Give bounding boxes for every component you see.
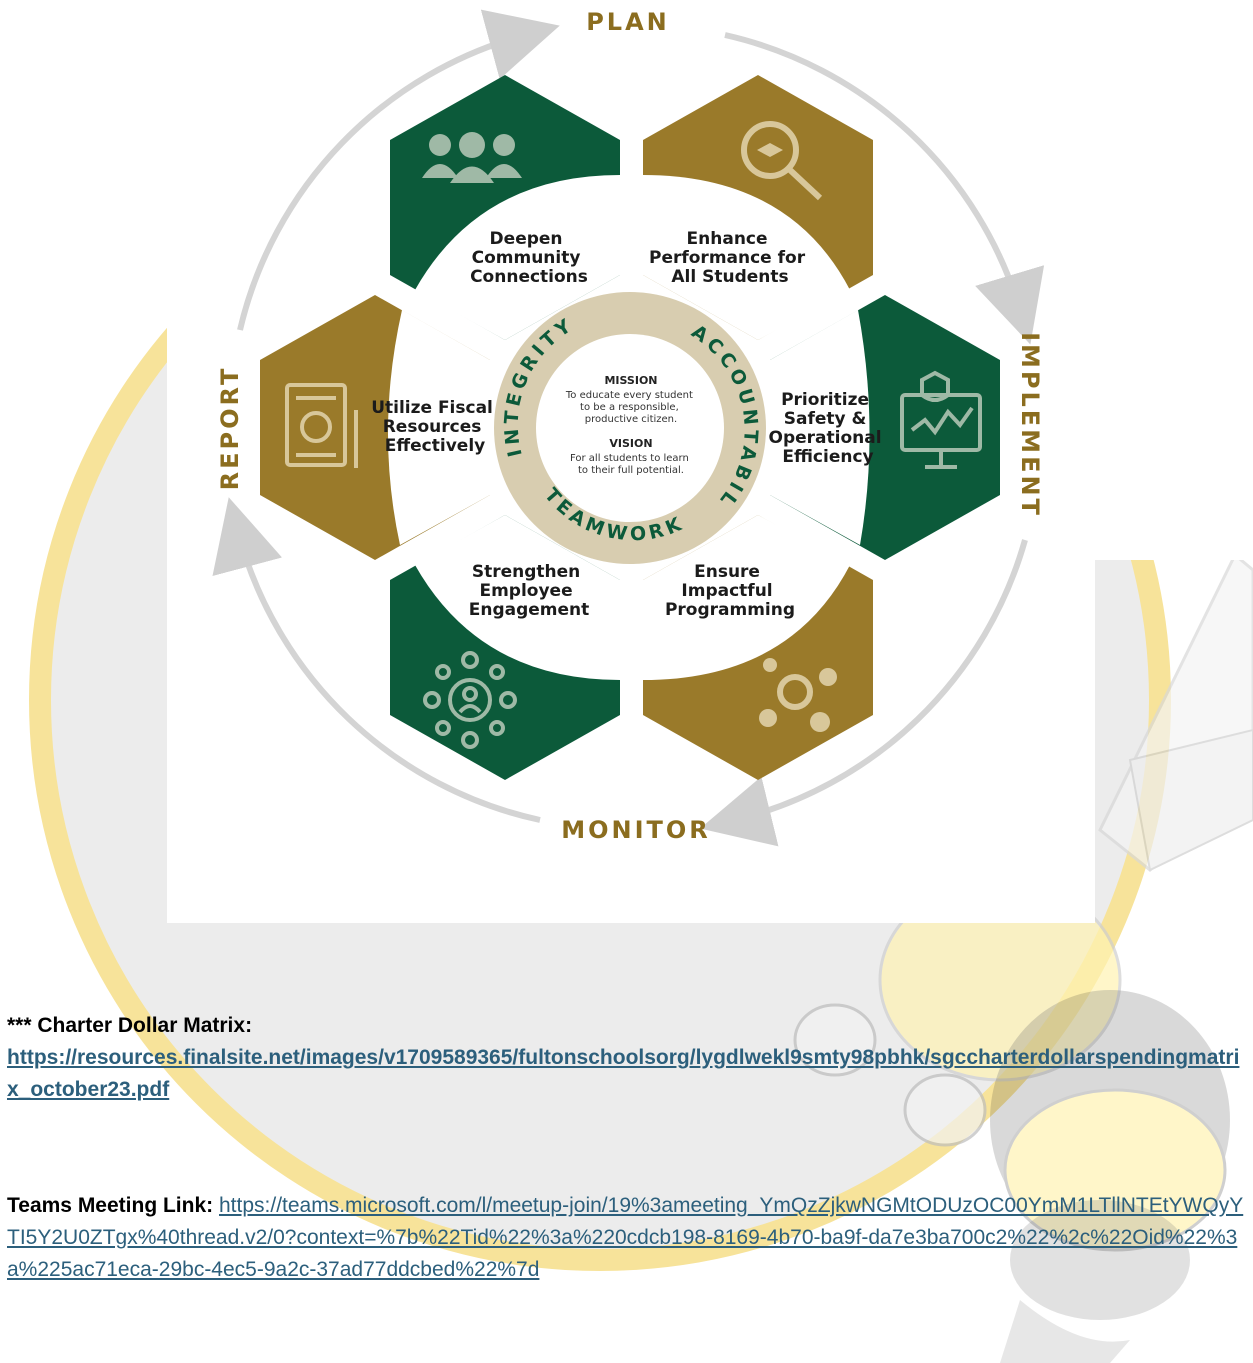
mission-text: To educate every student to be a respons… [565, 390, 696, 425]
hex-label-employee: Strengthen Employee Engagement [469, 562, 590, 620]
hex-impactful-programming: Ensure Impactful Programming [643, 515, 873, 780]
cycle-label-plan: PLAN [586, 8, 670, 36]
hex-enhance-performance: Enhance Performance for All Students [643, 75, 873, 340]
teams-meeting-section: Teams Meeting Link: https://teams.micros… [7, 1190, 1247, 1286]
gears-analytics-icon [759, 658, 837, 732]
charter-matrix-label: *** Charter Dollar Matrix: [7, 1014, 253, 1037]
cycle-label-implement: IMPLEMENT [1016, 332, 1044, 518]
magnifier-graduation-icon [741, 121, 823, 201]
charter-matrix-link[interactable]: https://resources.finalsite.net/images/v… [7, 1046, 1240, 1101]
hex-label-safety: Prioritize Safety & Operational Efficien… [769, 390, 888, 467]
hex-prioritize-safety: Prioritize Safety & Operational Efficien… [769, 295, 1000, 560]
strategic-plan-diagram: PLAN MONITOR REPORT IMPLEMENT Deepen Com… [0, 0, 1045, 847]
hex-label-community: Deepen Community Connections [470, 229, 588, 287]
hex-label-fiscal: Utilize Fiscal Resources Effectively [371, 398, 499, 456]
mission-vision: MISSION To educate every student to be a… [565, 374, 696, 476]
hex-community-connections: Deepen Community Connections [390, 75, 620, 340]
teams-meeting-link[interactable]: https://teams.microsoft.com/l/meetup-joi… [7, 1194, 1244, 1281]
hex-employee-engagement: Strengthen Employee Engagement [390, 515, 620, 780]
mission-title: MISSION [604, 374, 657, 387]
mascot-watermark [793, 552, 1253, 1363]
cycle-label-report: REPORT [216, 366, 244, 491]
security-monitor-icon [900, 370, 982, 469]
cycle-arrows [212, 9, 1045, 847]
hex-label-performance: Enhance Performance for All Students [649, 229, 811, 287]
charter-matrix-section: *** Charter Dollar Matrix: https://resou… [7, 1010, 1247, 1106]
vision-text: For all students to learn to their full … [570, 453, 692, 476]
people-group-icon [422, 132, 522, 183]
hex-fiscal-resources: Utilize Fiscal Resources Effectively [260, 295, 499, 560]
vision-title: VISION [609, 437, 652, 450]
cycle-label-monitor: MONITOR [561, 816, 711, 844]
network-person-icon [423, 651, 517, 749]
financial-document-icon [285, 383, 358, 468]
hex-label-programming: Ensure Impactful Programming [665, 562, 795, 620]
teams-meeting-label: Teams Meeting Link: [7, 1194, 214, 1217]
